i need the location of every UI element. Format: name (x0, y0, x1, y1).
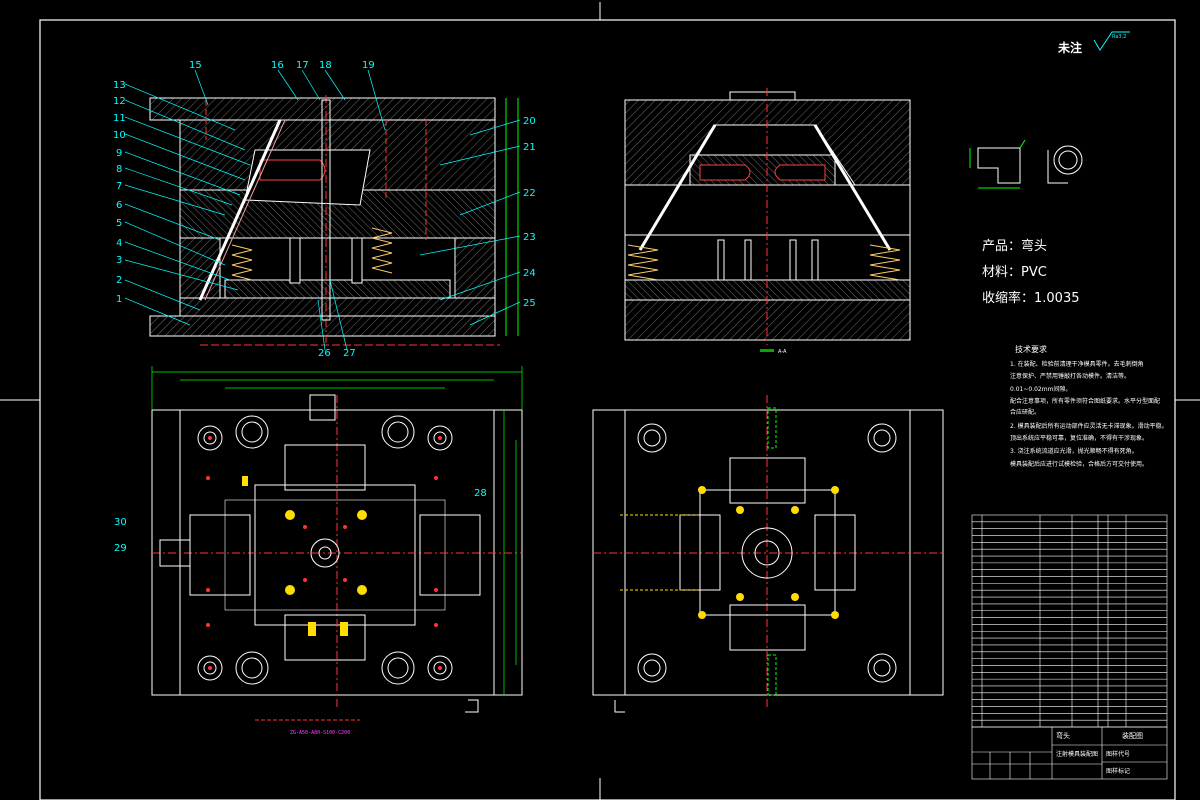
part-balloons (124, 69, 521, 351)
plan-view-left: ZG-A50-A80-S100-C200 (151, 366, 523, 736)
balloon-5: 5 (116, 218, 122, 229)
tech-line: 2. 模具装配后所有运动部件应灵活无卡滞现象。滑动平稳。 (1010, 422, 1168, 430)
surface-note: 未注 Ra3.2 (1057, 31, 1130, 55)
surface-note-prefix: 未注 (1057, 40, 1082, 55)
plan-view-right (592, 395, 944, 713)
balloon-9: 9 (116, 148, 122, 159)
balloon-6: 6 (116, 200, 122, 211)
balloon-28: 28 (474, 488, 487, 499)
product-name: 产品：弯头 (982, 238, 1047, 254)
product-info: 产品：弯头 材料：PVC 收缩率：1.0035 (982, 238, 1080, 306)
title-label-2: 图样代号 (1106, 750, 1130, 758)
balloon-23: 23 (523, 232, 536, 243)
balloon-12: 12 (113, 96, 126, 107)
balloon-17: 17 (296, 60, 309, 71)
balloon-19: 19 (362, 60, 375, 71)
tech-requirements: 技术要求 1. 在装配、检验前清理干净模具零件。去毛刺倒角 注意保护、严禁用锤敲… (1010, 344, 1168, 468)
balloon-4: 4 (116, 238, 122, 249)
tech-line: 配合注意事项，所有零件须符合图纸要求。水平分型面配 (1010, 397, 1160, 405)
balloon-16: 16 (271, 60, 284, 71)
balloon-13: 13 (113, 80, 126, 91)
title-name: 弯头 (1056, 731, 1070, 740)
balloon-1: 1 (116, 294, 122, 305)
tech-line: 3. 浇注系统流道应光滑，抛光顺畅不得有死角。 (1010, 447, 1138, 455)
tech-line: 注意保护、严禁用锤敲打各动模件。清洁等。 (1010, 372, 1130, 380)
tech-line: 合应研配。 (1010, 408, 1040, 416)
balloon-30: 30 (114, 517, 127, 528)
title-subname: 注射模具装配图 (1056, 750, 1098, 758)
section-view-left (149, 95, 519, 346)
balloon-18: 18 (319, 60, 332, 71)
product-material: 材料：PVC (982, 265, 1047, 280)
balloon-22: 22 (523, 188, 536, 199)
tech-line: 0.01~0.02mm间隙。 (1010, 385, 1071, 393)
tech-line: 模具装配后应进行试模检验，合格后方可交付使用。 (1010, 460, 1148, 468)
section-label: A-A (778, 349, 787, 355)
section-view-right: A-A (624, 88, 911, 355)
title-label-1: 装配图 (1122, 731, 1143, 740)
product-shrinkage: 收缩率：1.0035 (982, 290, 1080, 306)
balloon-11: 11 (113, 113, 126, 124)
balloon-8: 8 (116, 164, 122, 175)
balloon-20: 20 (523, 116, 536, 127)
surface-roughness: Ra3.2 (1112, 34, 1126, 40)
title-label-3: 图样标记 (1106, 767, 1130, 775)
balloon-21: 21 (523, 142, 536, 153)
tech-line: 1. 在装配、检验前清理干净模具零件。去毛刺倒角 (1010, 360, 1144, 368)
balloon-24: 24 (523, 268, 536, 279)
title-block-text: 弯头 注射模具装配图 装配图 图样代号 图样标记 (1056, 731, 1143, 775)
balloon-29: 29 (114, 543, 127, 554)
balloon-10: 10 (113, 130, 126, 141)
title-block (971, 726, 1168, 780)
balloon-7: 7 (116, 181, 122, 192)
balloon-25: 25 (523, 298, 536, 309)
balloon-15: 15 (189, 60, 202, 71)
balloon-labels: 1 2 3 4 5 6 7 8 9 10 11 12 13 15 16 17 1… (113, 60, 536, 554)
dimension-note: ZG-A50-A80-S100-C200 (290, 730, 350, 736)
balloon-2: 2 (116, 275, 122, 286)
part-views (969, 139, 1083, 189)
tech-title: 技术要求 (1015, 344, 1047, 354)
tech-line: 顶出系统应平稳可靠，复位准确，不得有干涉现象。 (1010, 434, 1148, 442)
balloon-27: 27 (343, 348, 356, 359)
balloon-3: 3 (116, 255, 122, 266)
balloon-26: 26 (318, 348, 331, 359)
bom-table (971, 514, 1168, 728)
